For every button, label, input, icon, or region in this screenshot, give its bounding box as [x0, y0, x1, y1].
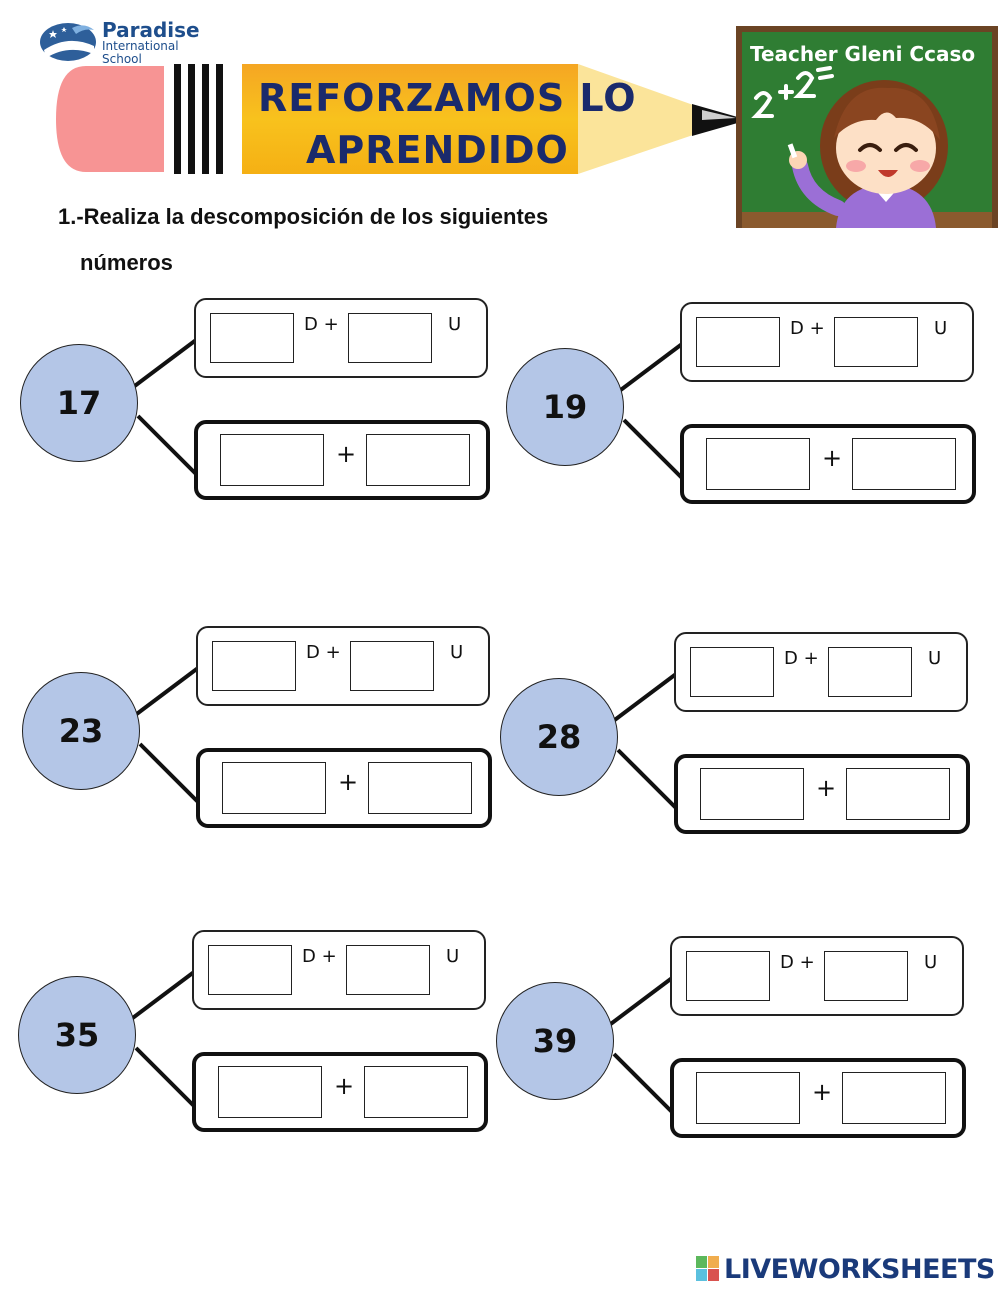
- instruction-line2: números: [80, 250, 173, 275]
- place-value-row: D + U: [670, 936, 964, 1016]
- board-title: Teacher Gleni Ccaso: [750, 42, 976, 66]
- addend-units-box[interactable]: [852, 438, 956, 490]
- units-label: U: [450, 642, 464, 663]
- tens-answer-box[interactable]: [696, 317, 780, 367]
- tens-answer-box[interactable]: [208, 945, 292, 995]
- tens-answer-box[interactable]: [210, 313, 294, 363]
- plus-sign: +: [816, 774, 837, 802]
- plus-sign: +: [336, 440, 357, 468]
- addition-row: +: [194, 420, 490, 500]
- addend-units-box[interactable]: [364, 1066, 468, 1118]
- target-number: 35: [54, 1016, 100, 1054]
- school-name: Paradise: [102, 18, 200, 42]
- school-name-line3: School: [102, 52, 142, 66]
- place-value-row: D + U: [192, 930, 486, 1010]
- units-label: U: [924, 952, 938, 973]
- connector-lines: [616, 342, 684, 480]
- units-answer-box[interactable]: [834, 317, 918, 367]
- exercise-card: 35 D + U +: [18, 928, 498, 1148]
- addend-tens-box[interactable]: [700, 768, 804, 820]
- units-label: U: [448, 314, 462, 335]
- tens-label: D +: [306, 642, 341, 663]
- addend-tens-box[interactable]: [218, 1066, 322, 1118]
- exercise-card: 28 D + U +: [500, 630, 980, 850]
- target-number: 17: [56, 384, 102, 422]
- banner-title-line2: APRENDIDO: [306, 128, 569, 172]
- tens-label: D +: [302, 946, 337, 967]
- exercise-card: 19 D + U +: [506, 300, 986, 520]
- addend-tens-box[interactable]: [220, 434, 324, 486]
- footer-brand-text: LIVEWORKSHEETS: [724, 1254, 995, 1285]
- number-circle: 35: [18, 976, 136, 1094]
- addition-row: +: [670, 1058, 966, 1138]
- units-label: U: [934, 318, 948, 339]
- school-logo: Paradise International School: [38, 18, 238, 66]
- place-value-row: D + U: [194, 298, 488, 378]
- globe-bird-emblem-icon: [40, 23, 96, 61]
- number-circle: 39: [496, 982, 614, 1100]
- plus-sign: +: [822, 444, 843, 472]
- place-value-row: D + U: [680, 302, 974, 382]
- addition-row: +: [192, 1052, 488, 1132]
- connector-lines: [606, 976, 674, 1114]
- addend-units-box[interactable]: [366, 434, 470, 486]
- teacher-girl-illustration-icon: [736, 26, 998, 228]
- addend-units-box[interactable]: [842, 1072, 946, 1124]
- tens-answer-box[interactable]: [212, 641, 296, 691]
- liveworksheets-logo-icon: [696, 1256, 719, 1281]
- exercise-card: 39 D + U +: [496, 934, 976, 1154]
- number-circle: 28: [500, 678, 618, 796]
- banner-title-line1: REFORZAMOS LO: [258, 76, 637, 120]
- units-answer-box[interactable]: [350, 641, 434, 691]
- addition-row: +: [674, 754, 970, 834]
- tens-label: D +: [790, 318, 825, 339]
- target-number: 28: [536, 718, 582, 756]
- plus-sign: +: [338, 768, 359, 796]
- addition-row: +: [680, 424, 976, 504]
- exercise-card: 17 D + U +: [20, 296, 500, 516]
- place-value-row: D + U: [196, 626, 490, 706]
- plus-sign: +: [334, 1072, 355, 1100]
- connector-lines: [132, 666, 200, 804]
- number-circle: 19: [506, 348, 624, 466]
- pencil-graphic-icon: [56, 64, 748, 174]
- units-answer-box[interactable]: [828, 647, 912, 697]
- tens-label: D +: [304, 314, 339, 335]
- liveworksheets-brand: LIVEWORKSHEETS: [696, 1254, 996, 1286]
- tens-label: D +: [784, 648, 819, 669]
- addition-row: +: [196, 748, 492, 828]
- tens-answer-box[interactable]: [690, 647, 774, 697]
- addend-tens-box[interactable]: [222, 762, 326, 814]
- target-number: 39: [532, 1022, 578, 1060]
- addend-tens-box[interactable]: [696, 1072, 800, 1124]
- plus-sign: +: [812, 1078, 833, 1106]
- place-value-row: D + U: [674, 632, 968, 712]
- target-number: 19: [542, 388, 588, 426]
- addend-units-box[interactable]: [368, 762, 472, 814]
- number-circle: 17: [20, 344, 138, 462]
- addend-tens-box[interactable]: [706, 438, 810, 490]
- connector-lines: [128, 970, 196, 1108]
- instruction-line1: 1.-Realiza la descomposición de los sigu…: [58, 204, 549, 229]
- connector-lines: [130, 338, 198, 476]
- connector-lines: [610, 672, 678, 810]
- tens-label: D +: [780, 952, 815, 973]
- exercise-card: 23 D + U +: [22, 624, 502, 844]
- tens-answer-box[interactable]: [686, 951, 770, 1001]
- units-answer-box[interactable]: [346, 945, 430, 995]
- number-circle: 23: [22, 672, 140, 790]
- units-label: U: [446, 946, 460, 967]
- target-number: 23: [58, 712, 104, 750]
- units-answer-box[interactable]: [348, 313, 432, 363]
- units-label: U: [928, 648, 942, 669]
- school-name-line2: International: [102, 39, 179, 53]
- units-answer-box[interactable]: [824, 951, 908, 1001]
- addend-units-box[interactable]: [846, 768, 950, 820]
